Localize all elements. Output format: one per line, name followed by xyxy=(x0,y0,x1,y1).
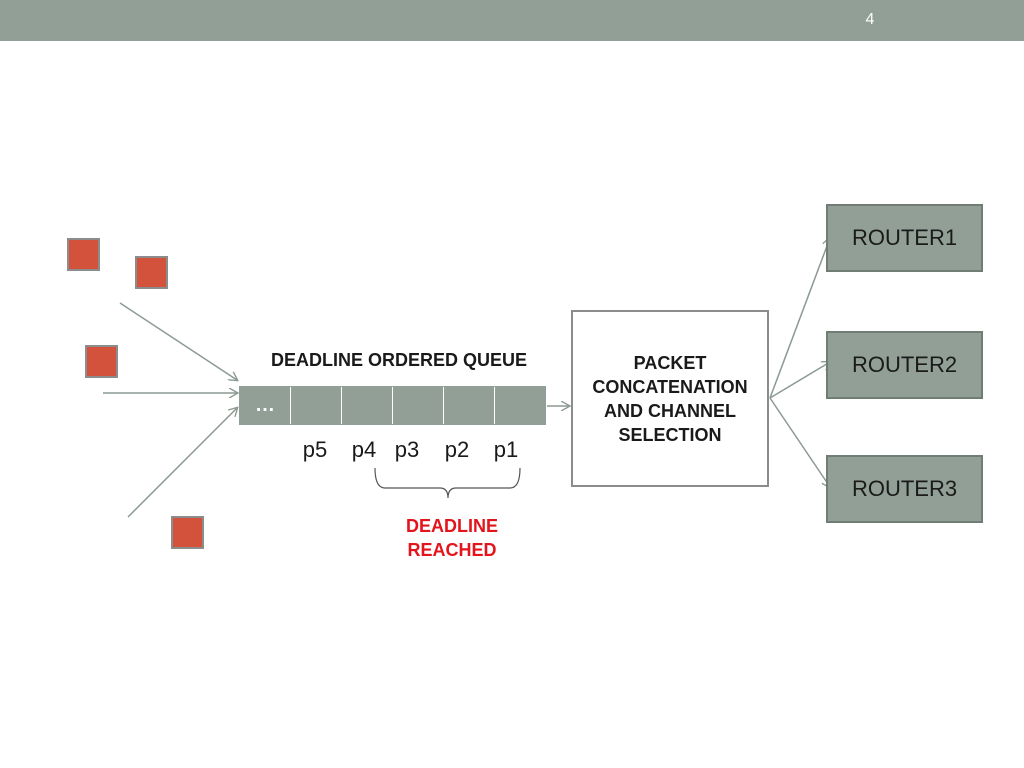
queue-cell: … xyxy=(240,387,291,424)
packet-label-p5: p5 xyxy=(302,437,328,462)
queue-cell xyxy=(393,387,444,424)
packet-square xyxy=(67,238,100,271)
queue-title: DEADLINE ORDERED QUEUE xyxy=(270,350,528,370)
queue-cell xyxy=(495,387,545,424)
deadline-ordered-queue: … xyxy=(239,386,546,425)
process-to-router3-arrow xyxy=(769,397,830,487)
top-bar: 4 xyxy=(0,0,1024,41)
process-to-router2-arrow xyxy=(769,362,830,399)
queue-cell xyxy=(291,387,342,424)
packet-square xyxy=(135,256,168,289)
packet-square xyxy=(85,345,118,378)
deadline-reached-label: DEADLINE REACHED xyxy=(405,516,498,560)
packet-square xyxy=(171,516,204,549)
router3-box: ROUTER3 xyxy=(826,455,983,523)
packet-label-p3: p3 xyxy=(394,437,420,462)
packet-concatenation-box: PACKET CONCATENATION AND CHANNEL SELECTI… xyxy=(571,310,769,487)
packet-label-p4: p4 xyxy=(351,437,377,462)
deadline-brace xyxy=(374,467,521,499)
incoming-arrow-3 xyxy=(127,408,237,518)
router1-box: ROUTER1 xyxy=(826,204,983,272)
queue-cell xyxy=(444,387,495,424)
process-to-router1-arrow xyxy=(769,238,830,399)
router2-box: ROUTER2 xyxy=(826,331,983,399)
incoming-arrow-1 xyxy=(119,302,237,380)
slide-number: 4 xyxy=(865,11,875,28)
queue-cell xyxy=(342,387,393,424)
packet-label-p2: p2 xyxy=(444,437,470,462)
packet-label-p1: p1 xyxy=(493,437,519,462)
